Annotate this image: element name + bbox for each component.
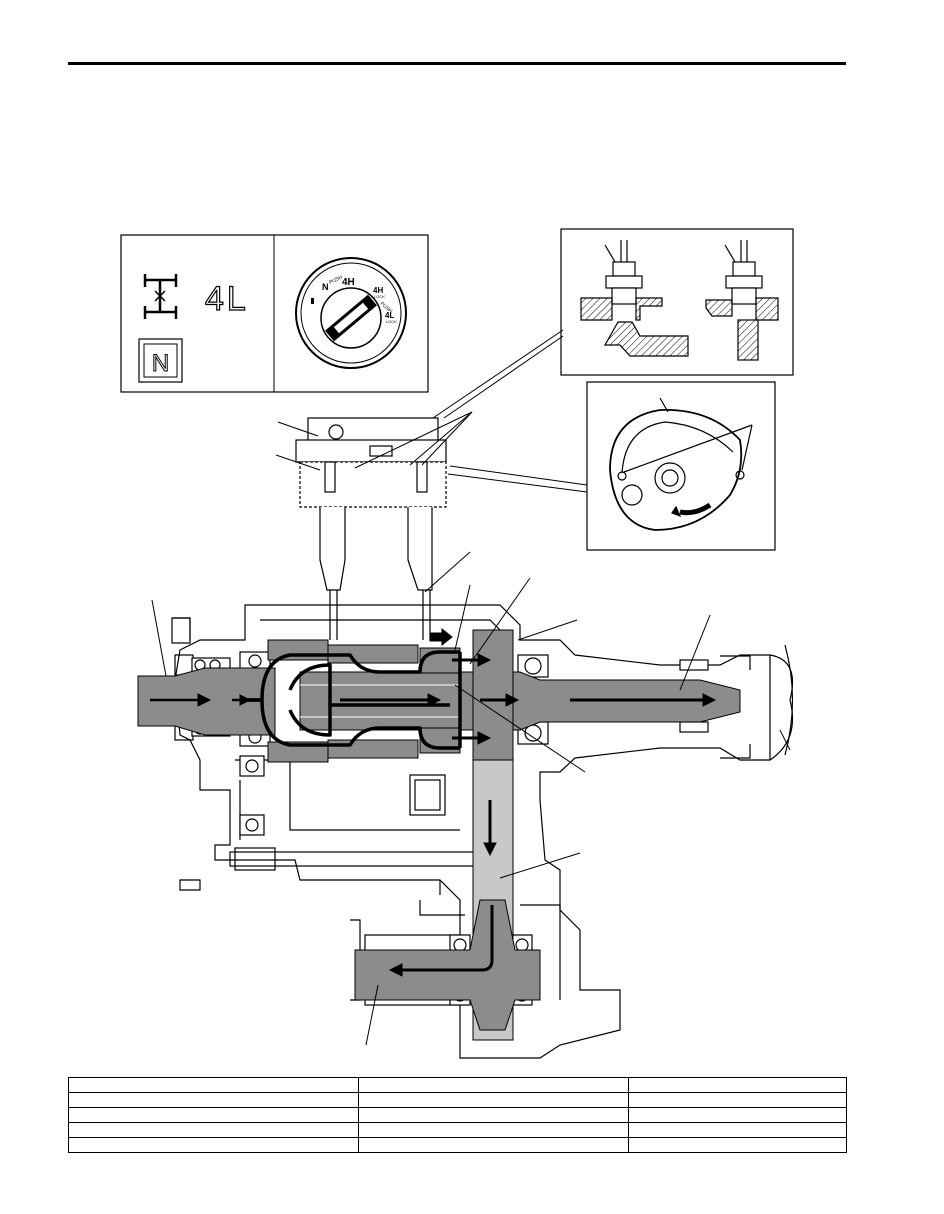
shift-cam-inset	[586, 381, 776, 551]
flow-arrows	[150, 627, 717, 977]
table-row	[68, 1107, 847, 1123]
knob-label-push-1: PUSH	[328, 274, 343, 285]
knob-label-lock-2: LOCK	[386, 319, 397, 324]
table-cell	[68, 1122, 359, 1138]
table-cell	[628, 1092, 847, 1108]
table-cell	[358, 1077, 629, 1093]
table-cell	[358, 1107, 629, 1123]
knob-label-4h: 4H	[342, 277, 355, 288]
shift-actuator	[295, 417, 447, 640]
table-cell	[68, 1077, 359, 1093]
table-cell	[628, 1122, 847, 1138]
table-row	[68, 1122, 847, 1138]
table-cell	[628, 1107, 847, 1123]
table-row	[68, 1137, 847, 1153]
table-cell	[358, 1122, 629, 1138]
table-cell	[628, 1137, 847, 1153]
table-cell	[358, 1092, 629, 1108]
switch-detail-inset	[560, 228, 794, 376]
table-cell	[68, 1092, 359, 1108]
four-wheel-drive-icon	[143, 274, 178, 319]
inset-leader-lines	[429, 329, 588, 493]
table-row	[68, 1077, 847, 1093]
power-flow-path	[137, 629, 741, 1041]
neutral-indicator: N	[138, 338, 183, 383]
table-cell	[68, 1107, 359, 1123]
mode-indicator-panel: 4L N N PUSH 4H 4H LOCK PUSH 4L LOCK	[120, 234, 429, 393]
table-row	[68, 1092, 847, 1108]
range-indicator-text: 4L	[205, 280, 249, 318]
knob-label-4h-sub: 4H	[373, 286, 383, 295]
knob-label-lock-1: LOCK	[374, 294, 385, 299]
header-rule	[68, 62, 846, 65]
transfer-selector-knob: N PUSH 4H 4H LOCK PUSH 4L LOCK	[295, 257, 407, 369]
table-cell	[358, 1137, 629, 1153]
knob-label-n: N	[322, 282, 329, 292]
knob-label-4l: 4L	[385, 311, 394, 320]
power-flow-outline	[240, 650, 462, 750]
table-cell	[628, 1077, 847, 1093]
callout-leaders	[151, 411, 791, 1046]
neutral-indicator-letter: N	[152, 350, 169, 377]
table-cell	[68, 1137, 359, 1153]
legend-table	[68, 1077, 847, 1153]
